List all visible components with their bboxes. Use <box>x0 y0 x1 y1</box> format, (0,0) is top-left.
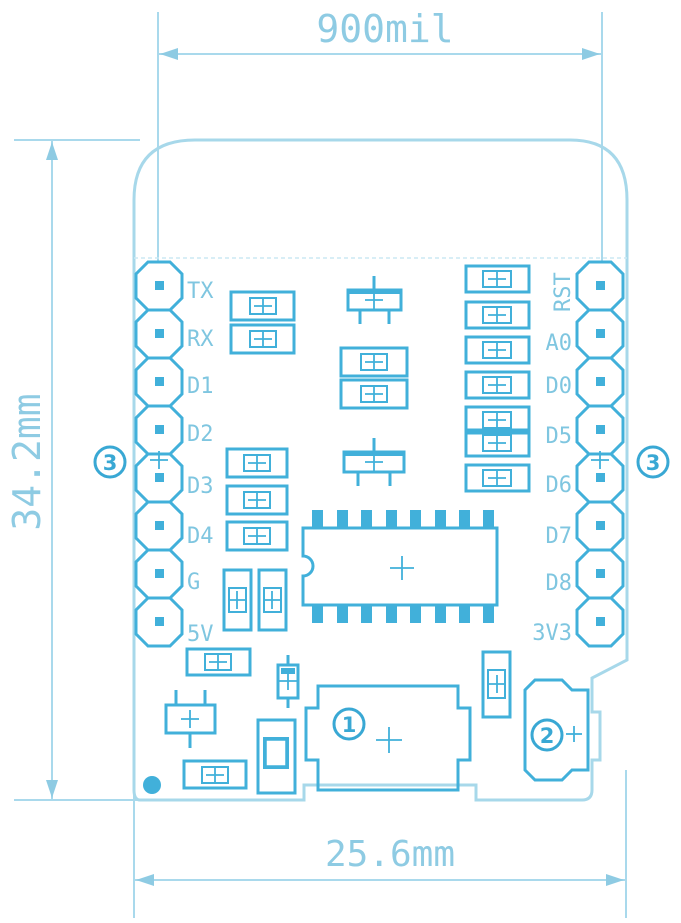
left-header <box>134 260 184 648</box>
marker-three-left: 3 <box>93 445 127 479</box>
fiducial-dot <box>143 776 161 794</box>
left-pin-labels: TX RX D1 D2 D3 D4 G 5V <box>187 279 214 647</box>
sot-components <box>164 276 406 748</box>
right-pin-label: 3V3 <box>532 621 572 646</box>
center-crosshairs <box>150 270 609 784</box>
ic-chip <box>301 510 499 623</box>
left-pin-label: D1 <box>187 374 214 399</box>
reset-button <box>523 678 590 782</box>
marker-three-left-label: 3 <box>103 451 118 475</box>
marker-two: 2 <box>530 718 564 752</box>
right-pin-label: D8 <box>546 571 573 596</box>
right-header <box>575 260 625 648</box>
right-header-pads <box>596 281 605 626</box>
right-pin-label: D7 <box>546 524 573 549</box>
marker-two-label: 2 <box>540 724 555 748</box>
right-pin-label: A0 <box>546 331 573 356</box>
right-pin-label: D0 <box>546 374 573 399</box>
right-pin-label: D6 <box>546 473 573 498</box>
marker-three-right-label: 3 <box>646 451 661 475</box>
dimension-top-label: 900mil <box>316 7 453 51</box>
marker-one-label: 1 <box>342 713 357 737</box>
left-pin-label: RX <box>187 327 214 352</box>
tantalum-capacitor <box>256 718 297 795</box>
passive-components <box>182 264 531 790</box>
right-pin-label: RST <box>551 272 576 312</box>
dimension-arrows <box>46 48 624 886</box>
marker-one: 1 <box>332 707 366 741</box>
marker-three-right: 3 <box>636 445 670 479</box>
left-pin-label: D2 <box>187 422 214 447</box>
left-pin-label: 5V <box>187 622 214 647</box>
left-pin-label: D4 <box>187 524 214 549</box>
left-pin-label: G <box>187 570 200 595</box>
right-pin-label: D5 <box>546 424 573 449</box>
board-outline <box>132 138 629 802</box>
left-pin-label: D3 <box>187 474 214 499</box>
right-pin-labels: RST A0 D0 D5 D6 D7 D8 3V3 <box>532 272 576 646</box>
usb-connector <box>304 684 472 792</box>
dimension-left-label: 34.2mm <box>5 393 49 530</box>
dimension-bottom-label: 25.6mm <box>325 834 455 875</box>
left-pin-label: TX <box>187 279 214 304</box>
left-header-pads <box>155 281 164 626</box>
dimension-lines <box>14 12 627 918</box>
